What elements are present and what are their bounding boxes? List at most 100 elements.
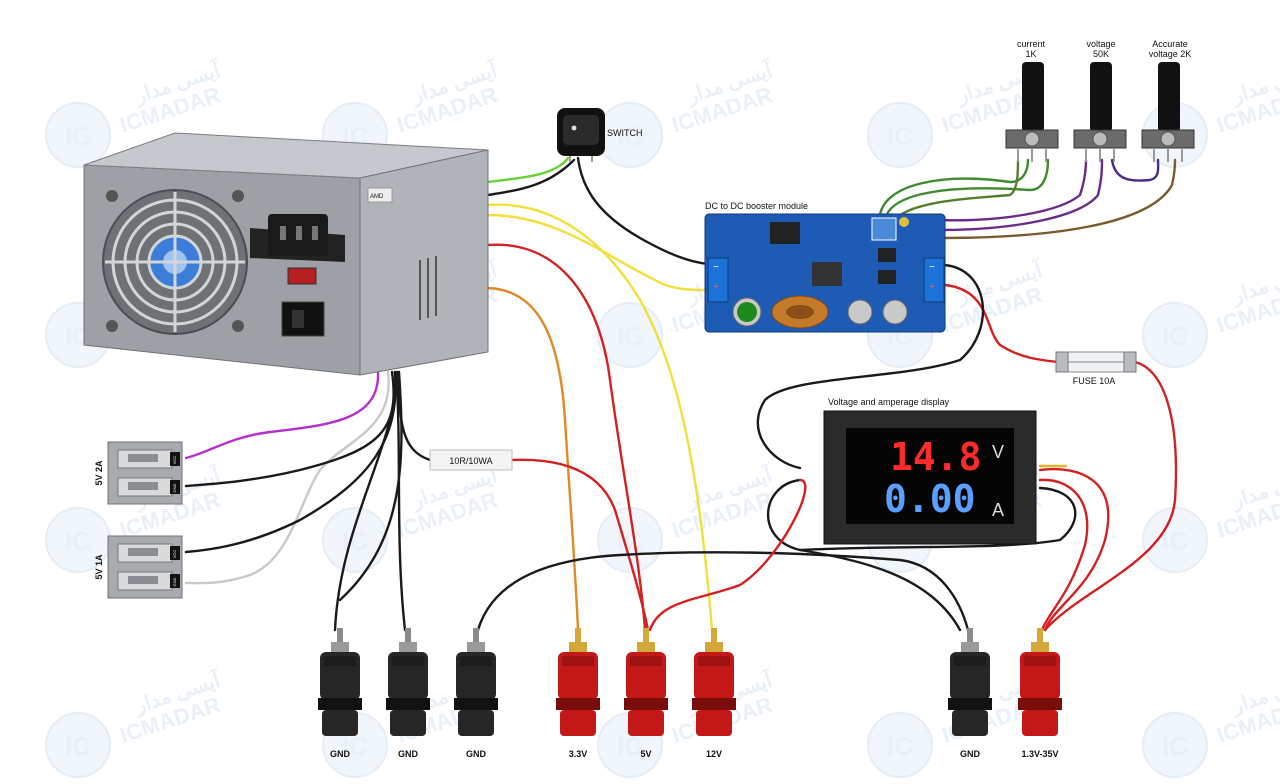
wire-red-display-5v	[648, 478, 807, 632]
wire-black-gnd2	[394, 370, 407, 632]
pot-voltage-label: voltage	[1086, 39, 1115, 49]
pot-accurate-value: voltage 2K	[1149, 49, 1192, 59]
wires	[184, 156, 1178, 632]
wire-red-fuse-out	[1043, 360, 1178, 632]
usb2-gnd-pin: GND	[172, 577, 177, 586]
usb1-vcc-pin: VCC	[172, 456, 177, 465]
watermark-logo: IC	[65, 121, 91, 151]
terminal-post-gnd: GND	[948, 628, 992, 759]
potentiometer-accurate-voltage	[1141, 62, 1195, 162]
pot-current-label: current	[1017, 39, 1046, 49]
terminal-post-5v: 5V	[624, 628, 668, 759]
wire-black-psu-switch	[486, 158, 576, 197]
wire-yellow-12v	[486, 203, 714, 632]
psu-badge: AMD	[367, 187, 393, 203]
usb2-label: 5V 1A	[94, 554, 104, 580]
booster-label: DC to DC booster module	[705, 201, 808, 211]
terminal-post-1-3v-35v: 1.3V-35V	[1018, 628, 1062, 759]
wire-pot-olive	[890, 158, 1020, 227]
usb1-gnd-pin: GND	[172, 483, 177, 492]
psu-fan	[102, 189, 248, 335]
terminal-post-gnd: GND	[386, 628, 430, 759]
watermark-logo: IC	[65, 731, 91, 761]
usb2-vcc-pin: VCC	[172, 550, 177, 559]
psu-badge-text: AMD	[370, 194, 384, 200]
display-current-value: 0.00	[884, 477, 976, 521]
power-supply-unit: AMD	[83, 132, 489, 376]
watermark-logo: IC	[65, 526, 91, 556]
wire-red-resistor	[510, 458, 650, 632]
wire-pot-green1	[878, 158, 1030, 217]
wire-black-psu-down	[338, 370, 403, 602]
dc-booster-module: − + − +	[704, 213, 946, 333]
wire-red-display-out1	[1038, 468, 1110, 632]
usb-port-1	[107, 441, 183, 505]
wire-black-booster-display	[756, 263, 985, 470]
switch-label: SWITCH	[607, 128, 643, 138]
wire-red-5v	[486, 243, 647, 632]
voltage-amperage-display	[823, 410, 1037, 545]
watermark-logo: IC	[1162, 526, 1188, 556]
terminal-label: 5V	[640, 749, 651, 759]
terminal-label: GND	[960, 749, 981, 759]
watermark-logo: IC	[617, 121, 643, 151]
potentiometer-voltage	[1073, 62, 1127, 162]
terminal-label: 1.3V-35V	[1021, 749, 1058, 759]
pot-voltage-value: 50K	[1093, 49, 1109, 59]
wire-black-usb2-vcc	[184, 370, 397, 554]
display-voltage-value: 14.8	[890, 435, 982, 479]
wire-red-display-out2	[1038, 478, 1089, 632]
svg-text:+: +	[929, 282, 935, 293]
watermark-logo: IC	[887, 121, 913, 151]
wire-black-gnd3	[476, 551, 970, 632]
pot-accurate-label: Accurate	[1152, 39, 1188, 49]
wire-red-booster-fuse	[943, 283, 1060, 364]
voltage-selector	[287, 267, 317, 285]
watermark-logo: IC	[887, 731, 913, 761]
terminal-label: GND	[330, 749, 351, 759]
binding-posts: GND GND GND 3.3V 5V 12V GND 1.3V-35V	[318, 628, 1062, 759]
display-v-unit: V	[992, 442, 1004, 462]
power-resistor	[429, 449, 513, 471]
display-label: Voltage and amperage display	[828, 397, 950, 407]
fuse-label: FUSE 10A	[1073, 376, 1116, 386]
usb1-label: 5V 2A	[94, 460, 104, 486]
ac-socket	[250, 214, 345, 262]
wire-black-switch-booster	[576, 156, 710, 266]
wire-black-resistor	[396, 370, 432, 462]
watermark-logo: IC	[617, 321, 643, 351]
wire-black-display-right	[798, 486, 1077, 552]
watermark-logo: IC	[1162, 731, 1188, 761]
terminal-label: 12V	[706, 749, 722, 759]
wire-purple-usb1	[184, 370, 380, 460]
wire-pot-green2	[883, 158, 1050, 222]
wire-yellow-booster	[486, 213, 710, 292]
watermark-logo: IC	[342, 526, 368, 556]
resistor-label: 10R/10WA	[449, 456, 492, 466]
wire-black-gnd1	[333, 370, 397, 632]
terminal-post-3-3v: 3.3V	[556, 628, 600, 759]
svg-text:+: +	[713, 282, 719, 293]
usb-port-2	[107, 535, 183, 599]
terminal-label: 3.3V	[569, 749, 588, 759]
terminal-label: GND	[466, 749, 487, 759]
fuse	[1055, 351, 1137, 373]
rocker-switch	[557, 108, 605, 162]
wire-pot-brown	[938, 158, 1177, 240]
psu-vents	[419, 256, 437, 320]
display-a-unit: A	[992, 500, 1004, 520]
svg-text:−: −	[929, 262, 935, 273]
watermark-logo: IC	[1162, 321, 1188, 351]
wire-gray-usb2	[184, 370, 390, 585]
wire-green-switch	[486, 156, 570, 184]
pot-current-value: 1K	[1025, 49, 1036, 59]
